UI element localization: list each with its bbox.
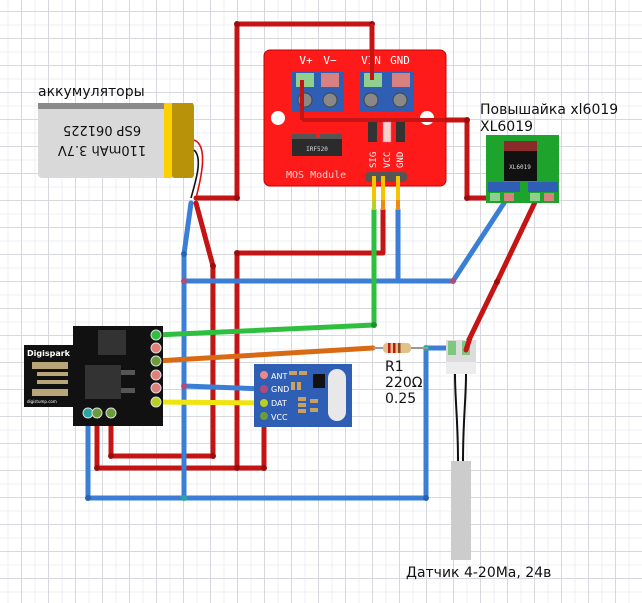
- sensor-label: Датчик 4-20Ма, 24в: [406, 565, 551, 581]
- digispark-url: digistump.com: [27, 399, 57, 404]
- boost-chip: [504, 151, 537, 181]
- mos-term-gnd-label: GND: [390, 54, 410, 67]
- wire-mos-vcc[interactable]: [234, 207, 386, 471]
- mos-chip-label: IRF520: [306, 146, 328, 153]
- rf-module[interactable]: ANT GND DAT VCC: [254, 364, 352, 427]
- wire-gnd-bus-to-boost[interactable]: [181, 197, 509, 284]
- battery-line2: 110mAh 3.7V: [58, 142, 146, 157]
- boost-in-plus[interactable]: [490, 193, 500, 201]
- wire-boost-to-sensor[interactable]: [461, 197, 539, 353]
- mos-pin-sig-label: SIG: [369, 152, 379, 168]
- boost-in-minus[interactable]: [504, 193, 514, 201]
- battery-line1: 6SP 061225: [63, 122, 141, 137]
- mos-pin-gnd-label: GND: [396, 152, 406, 168]
- rf-chip: [313, 374, 325, 388]
- resistor-name: R1: [385, 359, 404, 375]
- mos-term-vminus-label: V−: [323, 54, 337, 67]
- digispark-side-pins[interactable]: [150, 329, 162, 408]
- boost-converter[interactable]: XL6019 Повышайка xl6019 XL6019: [480, 102, 618, 203]
- boost-chip-label: XL6019: [509, 164, 531, 171]
- wire-digispark-gnd-rf-vcc[interactable]: [94, 407, 267, 471]
- boost-label-2: XL6019: [480, 119, 533, 135]
- digispark[interactable]: Digispark digistump.com: [24, 326, 163, 426]
- wire-boost-sensor-end: [463, 335, 473, 353]
- mos-terminal-vminus[interactable]: [321, 73, 339, 87]
- sensor-lead-2: [462, 373, 467, 462]
- mos-terminal-gnd[interactable]: [392, 73, 410, 87]
- resistor-r1[interactable]: R1 220Ω 0.25: [373, 343, 428, 407]
- resistor-body: [383, 343, 411, 353]
- battery-top-edge: [38, 103, 193, 109]
- rf-crystal: [328, 369, 346, 421]
- boost-out-minus[interactable]: [544, 193, 554, 201]
- wire-p3-to-resistor[interactable]: [153, 345, 376, 364]
- mos-pin-vcc-label: VCC: [383, 152, 393, 168]
- battery-black-lead: [190, 149, 200, 199]
- sensor-pin-1[interactable]: [448, 341, 456, 355]
- digispark-mcu: [98, 330, 126, 355]
- rf-label-ant: ANT: [271, 372, 287, 381]
- rf-label-vcc: VCC: [271, 413, 288, 422]
- wire-rf-gnd[interactable]: [181, 383, 267, 392]
- rf-pin-ant[interactable]: [260, 371, 268, 379]
- rf-pin-dat[interactable]: [260, 399, 268, 407]
- digispark-regulator: [85, 365, 121, 399]
- battery-label: аккумуляторы: [38, 84, 145, 100]
- battery-body: [38, 103, 193, 178]
- rf-label-gnd: GND: [271, 385, 289, 394]
- mos-term-vplus-label: V+: [299, 54, 313, 67]
- wire-p0-to-rf-dat[interactable]: [153, 399, 267, 406]
- boost-out-plus[interactable]: [530, 193, 540, 201]
- rf-label-dat: DAT: [271, 399, 287, 408]
- resistor-power: 0.25: [385, 391, 416, 407]
- rf-pin-vcc[interactable]: [260, 412, 268, 420]
- mos-terminal-vplus[interactable]: [296, 73, 314, 87]
- sensor-body: [451, 461, 471, 560]
- battery-red-lead: [193, 139, 204, 199]
- battery[interactable]: 110mAh 3.7V 6SP 061225 аккумуляторы: [38, 84, 204, 199]
- mos-transistor: [292, 136, 342, 156]
- digispark-bottom-pins[interactable]: [82, 407, 117, 419]
- mos-led: [382, 121, 392, 143]
- mos-module[interactable]: V+ V− VIN GND IRF520 SIG VCC GND MOS Mod…: [263, 24, 447, 210]
- battery-cap: [172, 103, 194, 178]
- battery-tab: [164, 103, 172, 178]
- mos-header-pins[interactable]: [372, 176, 400, 210]
- resistor-value: 220Ω: [385, 375, 423, 391]
- mos-title: MOS Module: [286, 170, 346, 181]
- boost-label-1: Повышайка xl6019: [480, 102, 618, 118]
- rf-pin-gnd[interactable]: [260, 385, 268, 393]
- digispark-brand: Digispark: [27, 349, 71, 358]
- mos-mount-hole-left: [271, 111, 285, 125]
- sensor-lead-1: [454, 373, 459, 462]
- junctions: [85, 21, 500, 501]
